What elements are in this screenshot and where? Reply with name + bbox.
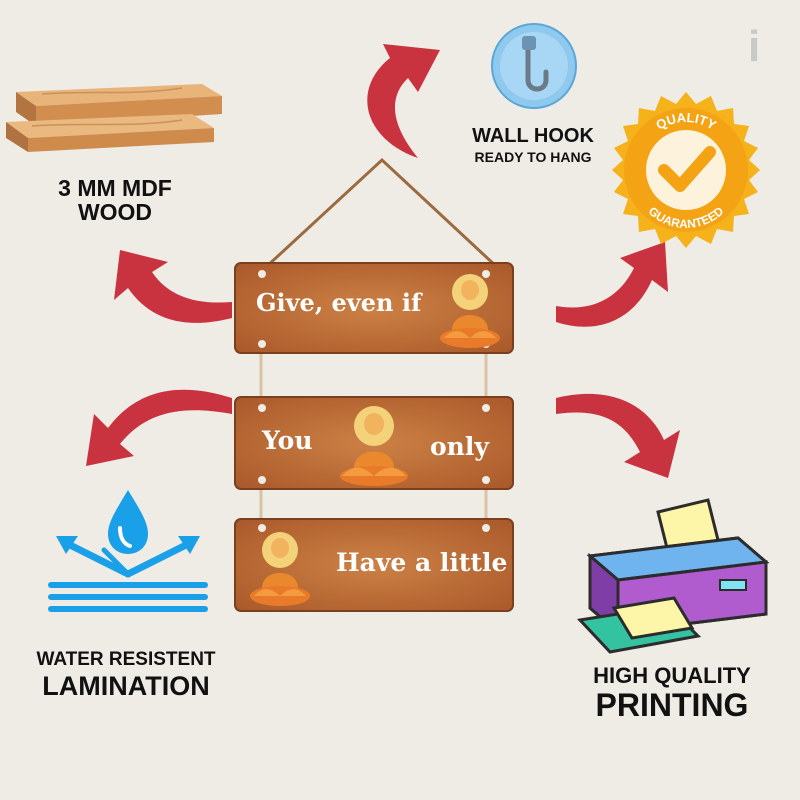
plank-3-text: Have a little [336, 548, 508, 577]
wood-label-line1: 3 MM MDF [58, 175, 172, 201]
buddha-icon [250, 532, 310, 606]
quality-top-text: QUALITY [653, 110, 719, 133]
wood-plank-icon [6, 84, 222, 152]
printing-label-line1: HIGH QUALITY [593, 663, 751, 688]
wall-hook-icon [491, 23, 577, 109]
water-drop-icon [48, 490, 208, 612]
quality-badge-icon: QUALITY GUARANTEED [612, 92, 760, 248]
arrow-to-quality [556, 242, 668, 327]
printer-icon [576, 498, 770, 654]
plank-2-left-text: You [262, 426, 313, 455]
lamination-label: WATER RESISTENT LAMINATION [20, 649, 232, 701]
arrow-to-hook [367, 44, 440, 158]
hook-label: WALL HOOK READY TO HANG [448, 126, 618, 165]
lamination-label-line1: WATER RESISTENT [36, 649, 216, 670]
sign-plank-1: Give, even if [234, 262, 514, 354]
printing-label-line2: PRINTING [595, 687, 749, 724]
lamination-label-line2: LAMINATION [42, 670, 210, 701]
hook-label-line2: READY TO HANG [474, 149, 592, 165]
plank-2-right-text: only [430, 432, 489, 461]
arrow-to-lamination [86, 389, 232, 466]
arrow-to-wood [114, 250, 232, 323]
printing-label: HIGH QUALITY PRINTING [572, 664, 772, 723]
plank-1-text: Give, even if [256, 288, 422, 317]
arrow-to-printing [556, 393, 680, 478]
brand-mark: i [748, 22, 761, 71]
wood-label: 3 MM MDF WOOD [30, 176, 200, 224]
buddha-icon [340, 406, 408, 486]
sign-plank-3: Have a little [234, 518, 514, 612]
hook-label-line1: WALL HOOK [472, 125, 594, 147]
buddha-icon [440, 274, 500, 348]
svg-text:QUALITY: QUALITY [653, 110, 719, 133]
wood-label-line2: WOOD [77, 199, 153, 226]
sign-plank-2: You only [234, 396, 514, 490]
